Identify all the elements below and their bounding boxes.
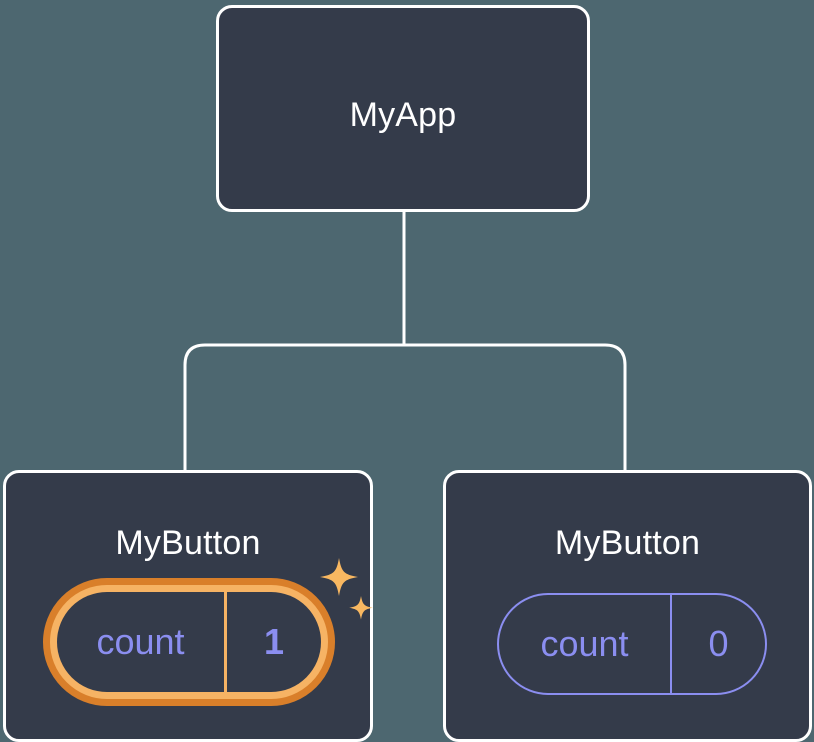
node-mybutton-right-label: MyButton	[554, 524, 701, 562]
edge-root-to-child-0	[183, 343, 404, 470]
state-key-left: count	[57, 592, 227, 692]
state-pill-inner: count 1	[57, 592, 321, 692]
state-value-right: 0	[708, 623, 729, 664]
node-mybutton-left[interactable]: MyButton count 1	[3, 470, 373, 742]
edge-root-to-child-1	[404, 343, 627, 470]
node-mybutton-left-label: MyButton	[115, 524, 261, 562]
state-value-left: 1	[263, 621, 285, 662]
state-pill-highlighted[interactable]: count 1	[43, 578, 335, 706]
state-key-right: count	[499, 595, 672, 693]
node-myapp[interactable]: MyApp	[216, 5, 590, 212]
state-pill-plain[interactable]: count 0	[497, 593, 767, 695]
node-mybutton-right[interactable]: MyButton count 0	[443, 470, 812, 742]
node-myapp-label: MyApp	[349, 96, 457, 134]
